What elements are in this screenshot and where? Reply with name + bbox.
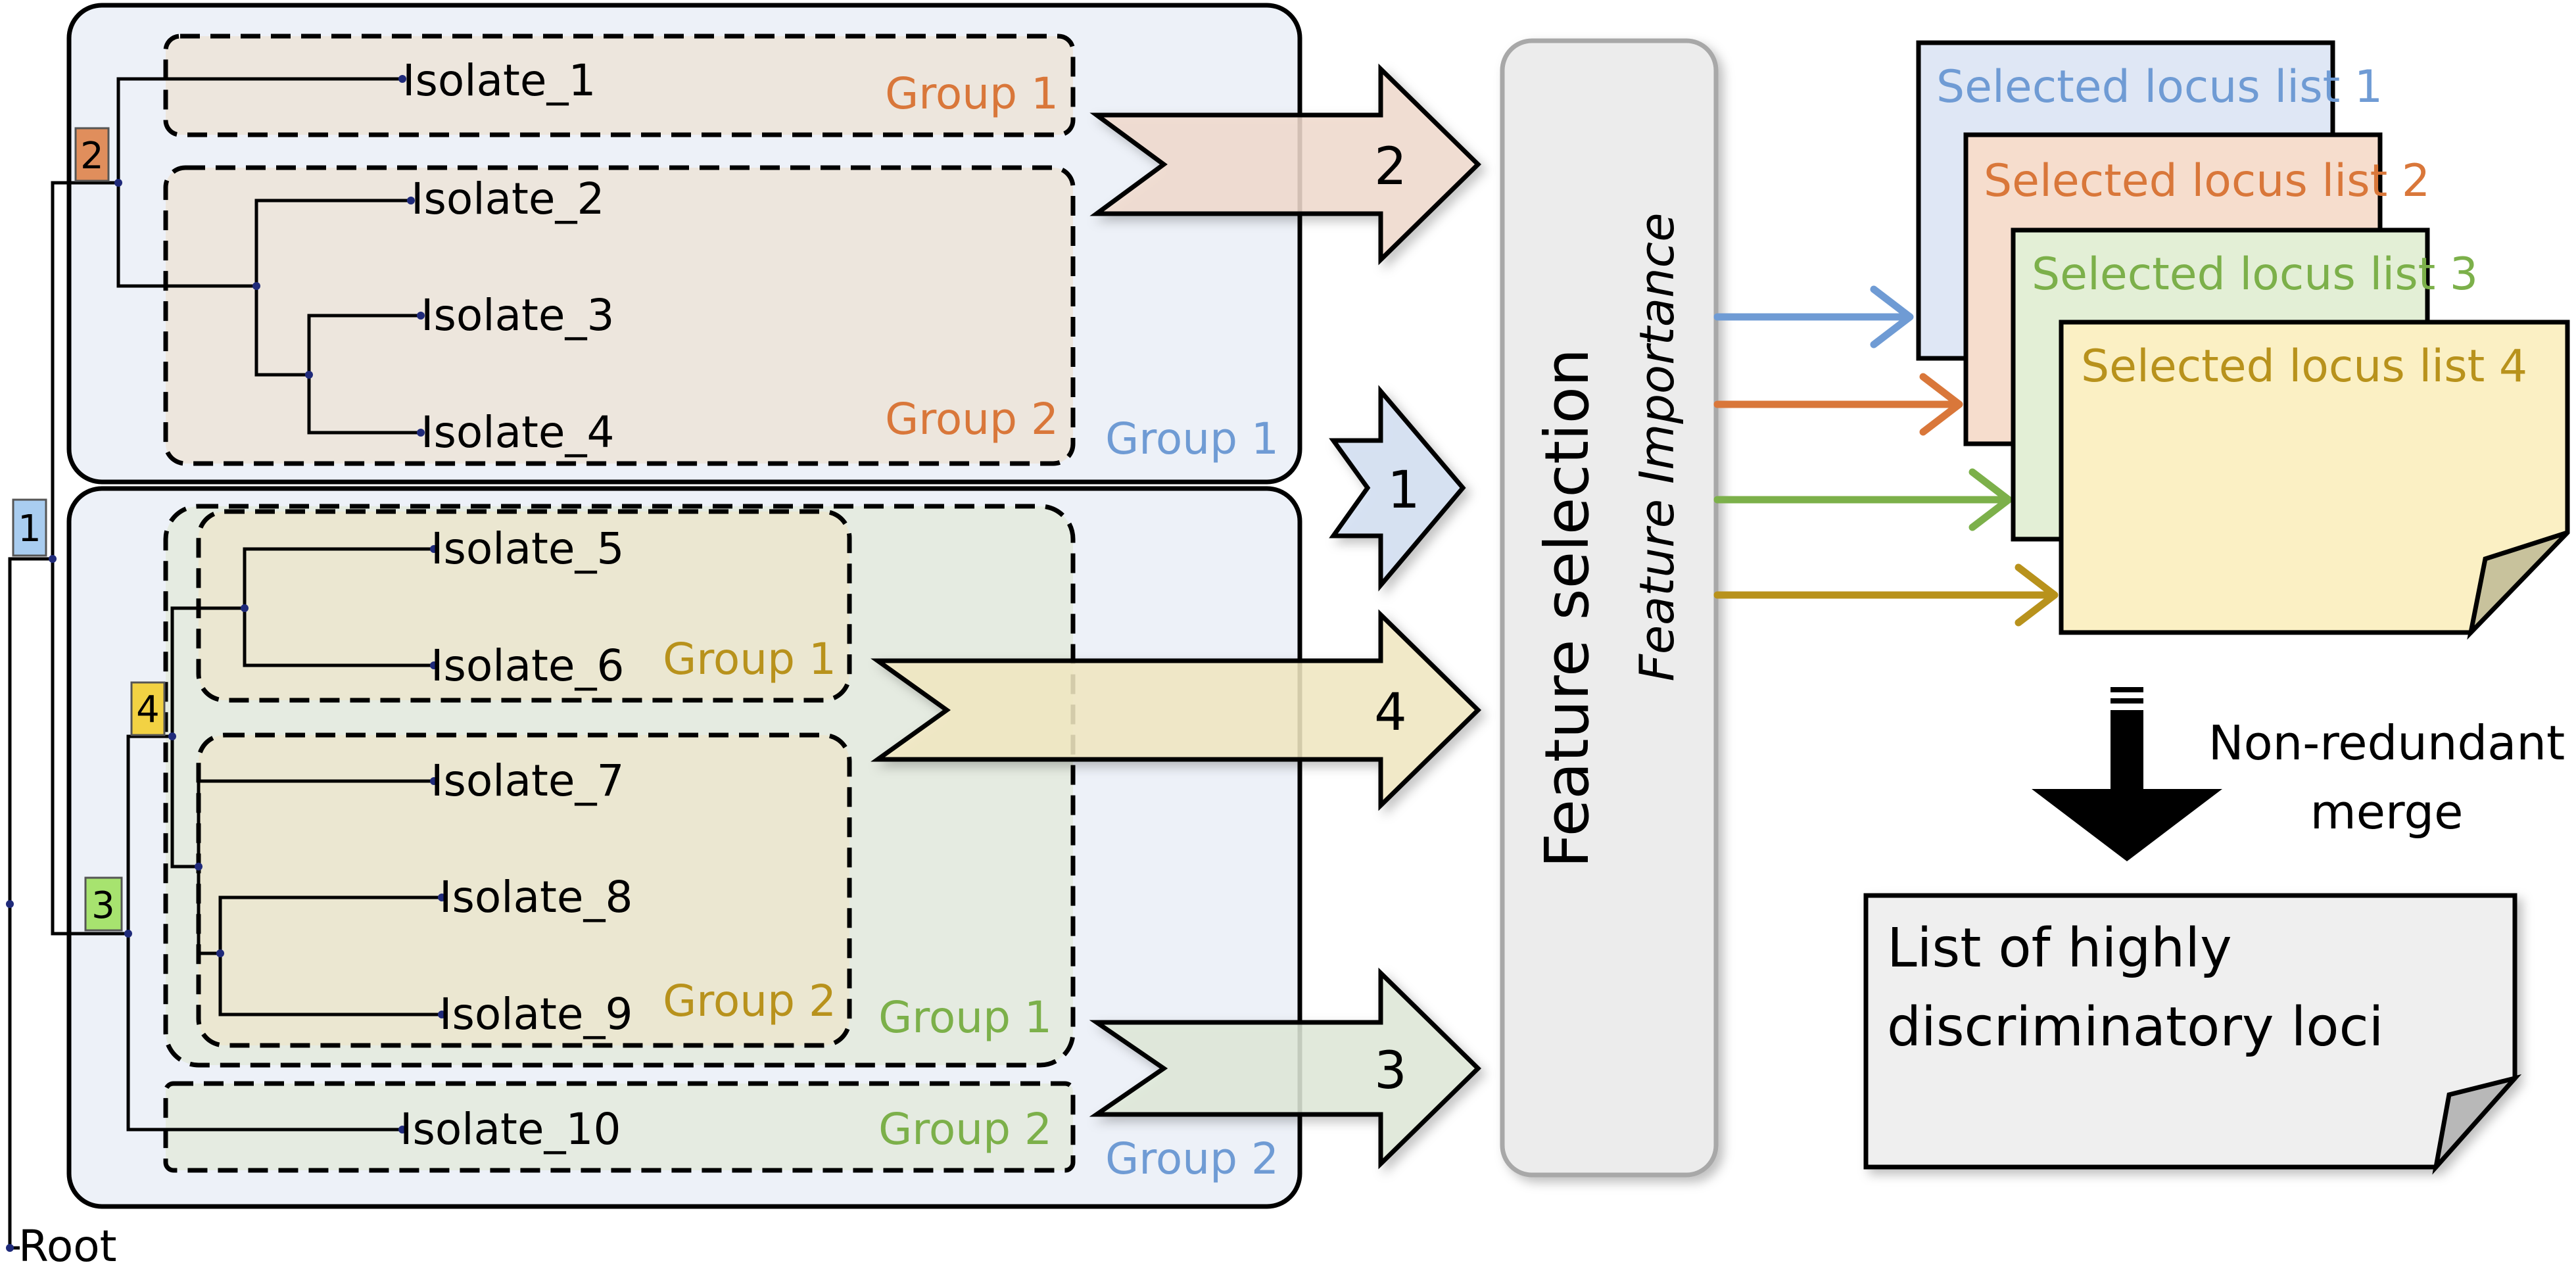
merge-label-line1: Non-redundant [2208,715,2565,771]
green-g2-label: Group 2 [878,1104,1052,1155]
green-g2-box [163,1081,1076,1173]
arrow-3-shape [1089,967,1482,1170]
output-arrows [1713,285,2059,627]
output-arrow-green [1713,468,2013,531]
locus-list-page-4-fold [2467,530,2569,640]
arrow-2-shape [1089,63,1482,266]
arrow-4-label: 4 [1374,683,1407,742]
isolate-label: Isolate_1 [402,55,596,106]
tree-node-dots [6,75,446,1252]
node-1-label: 1 [18,508,41,550]
isolate-label: Isolate_7 [431,755,625,806]
isolate-label: Isolate_6 [431,640,625,691]
node-1-label-box [12,498,47,557]
locus-list-label-1: Selected locus list 1 [1936,61,2383,113]
output-arrow-blue [1713,285,1914,348]
node-3-label-box [84,876,123,932]
isolate-label: Isolate_4 [421,407,615,458]
arrow-2-label: 2 [1374,137,1407,197]
result-line2: discriminatory loci [1887,996,2383,1059]
isolate-label: Isolate_5 [431,523,625,574]
result-line1: List of highly [1887,917,2232,980]
isolate-label: Isolate_9 [439,989,633,1039]
mid-g1-label: Group 1 [663,634,836,684]
bottom-outer-label: Group 2 [1105,1134,1279,1184]
arrow-1-label: 1 [1387,461,1420,520]
root-label: Root [18,1221,117,1265]
output-arrow-orange [1713,373,1963,436]
node-2-label: 2 [80,135,104,178]
arrow-3-label: 3 [1374,1041,1407,1101]
top-g2-label: Group 2 [885,394,1059,444]
locus-list-label-2: Selected locus list 2 [1984,155,2430,207]
isolate-label: Isolate_3 [421,290,615,341]
green-g1-label: Group 1 [878,992,1052,1043]
node-3-label: 3 [91,884,115,927]
top-g1-box [163,34,1076,137]
phylogenetic-tree [8,77,442,1250]
locus-list-stack [1916,40,2570,640]
feature-importance-subtitle: Feature Importance [1629,212,1684,681]
merge-down-arrow [2032,687,2222,861]
isolate-label: Isolate_10 [400,1104,621,1155]
node-4-label: 4 [136,688,160,731]
feature-selection-panel [1500,38,1719,1178]
locus-list-label-3: Selected locus list 3 [2032,249,2478,300]
top-g2-box [163,165,1076,466]
top-g1-label: Group 1 [885,68,1059,119]
merge-label-line2: merge [2310,784,2464,840]
isolate-label: Isolate_2 [411,174,605,224]
locus-list-label-4: Selected locus list 4 [2081,341,2527,393]
isolate-label: Isolate_8 [439,872,633,922]
group-arrows [871,63,1482,1170]
mid-g1-box [196,509,852,703]
result-page-fold [2432,1074,2522,1175]
arrow-4-shape [871,609,1482,811]
node-2-label-box [74,127,110,182]
top-outer-label: Group 1 [1105,414,1279,464]
arrow-1-shape [1329,385,1466,592]
node-4-label-box [130,681,166,736]
feature-selection-title: Feature selection [1532,348,1602,868]
output-arrow-gold [1713,563,2059,627]
mid-g2-label: Group 2 [663,976,836,1026]
